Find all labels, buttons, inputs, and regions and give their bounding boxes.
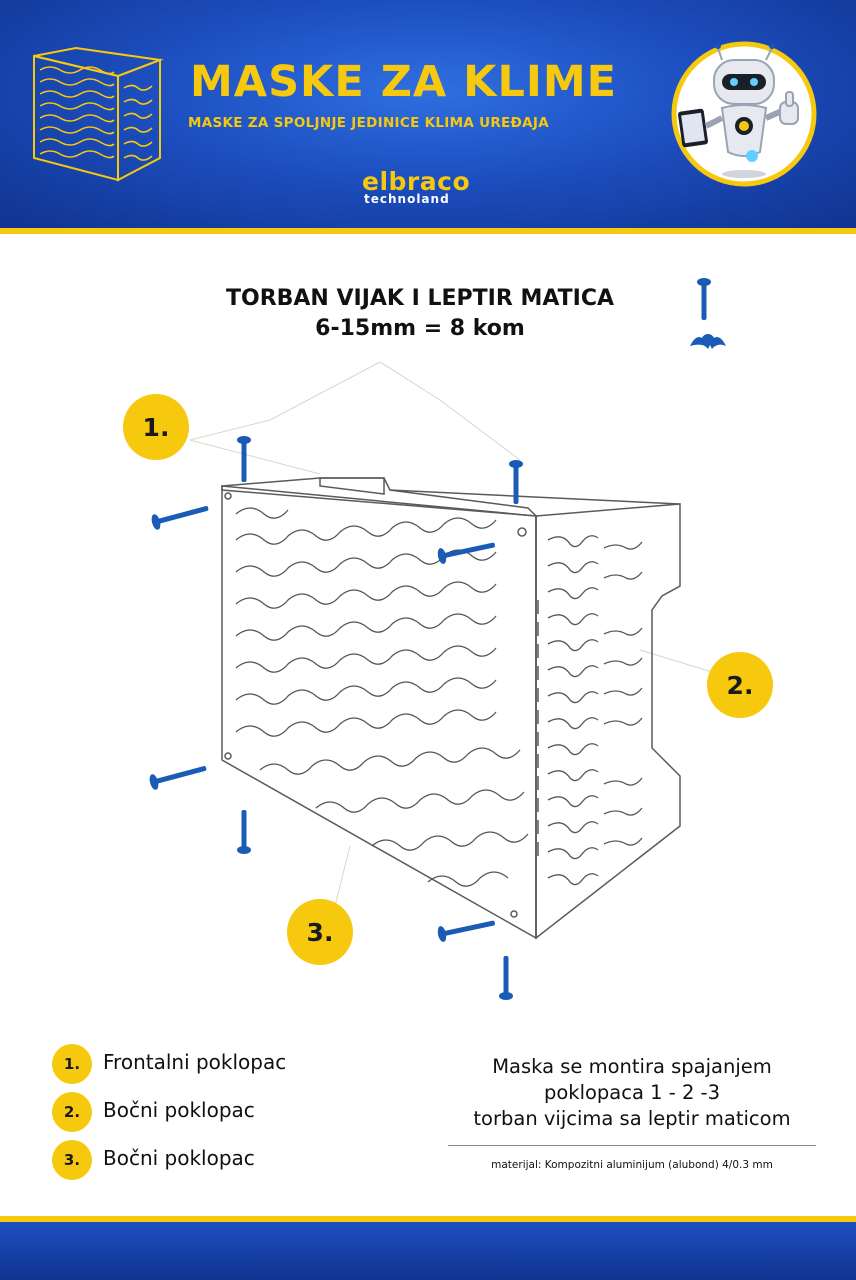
mounting-line: Maska se montira spajanjem xyxy=(492,1055,772,1078)
legend-number: 2. xyxy=(52,1092,92,1132)
footer-divider xyxy=(0,1216,856,1222)
badge-3: 1. xyxy=(123,394,189,460)
wing-nut-icon xyxy=(690,334,726,349)
exploded-diagram xyxy=(149,278,726,1000)
legend-label: Bočni poklopac xyxy=(103,1146,255,1170)
robot-mascot-icon xyxy=(671,41,817,187)
bolt-info: TORBAN VIJAK I LEPTIR MATICA 6-15mm = 8 … xyxy=(160,284,680,344)
page-subtitle: MASKE ZA SPOLJNJE JEDINICE KLIMA UREĐAJA xyxy=(188,115,549,131)
legend-number: 1. xyxy=(52,1044,92,1084)
mounting-instructions: Maska se montira spajanjem poklopaca 1 -… xyxy=(432,1054,832,1132)
bolt-info-quantity: 6-15mm = 8 kom xyxy=(315,316,525,341)
brand-name: elbraco xyxy=(362,167,471,196)
footer-banner xyxy=(0,1222,856,1280)
bolt-icon xyxy=(697,278,711,320)
legend-number: 3. xyxy=(52,1140,92,1180)
brand-logo: elbraco technoland xyxy=(360,168,500,208)
legend-label: Frontalni poklopac xyxy=(103,1050,287,1074)
badge-2: 2. xyxy=(707,652,773,718)
bolt-info-title: TORBAN VIJAK I LEPTIR MATICA xyxy=(225,286,615,311)
badge-1: 3. xyxy=(287,899,353,965)
divider xyxy=(448,1145,816,1146)
cover-illustration-icon xyxy=(33,46,164,182)
material-note: materijal: Kompozitni aluminijum (alubon… xyxy=(491,1159,773,1171)
mounting-line: torban vijcima sa leptir maticom xyxy=(473,1107,791,1130)
side-panel xyxy=(535,503,681,940)
bolt-icon xyxy=(149,436,523,1000)
front-panel xyxy=(221,485,537,940)
legend-label: Bočni poklopac xyxy=(103,1098,255,1122)
page-title: MASKE ZA KLIME xyxy=(190,57,618,107)
brand-subtitle: technoland xyxy=(364,192,450,206)
mounting-line: poklopaca 1 - 2 -3 xyxy=(543,1081,721,1104)
header-divider xyxy=(0,228,856,234)
top-panel xyxy=(221,477,681,517)
